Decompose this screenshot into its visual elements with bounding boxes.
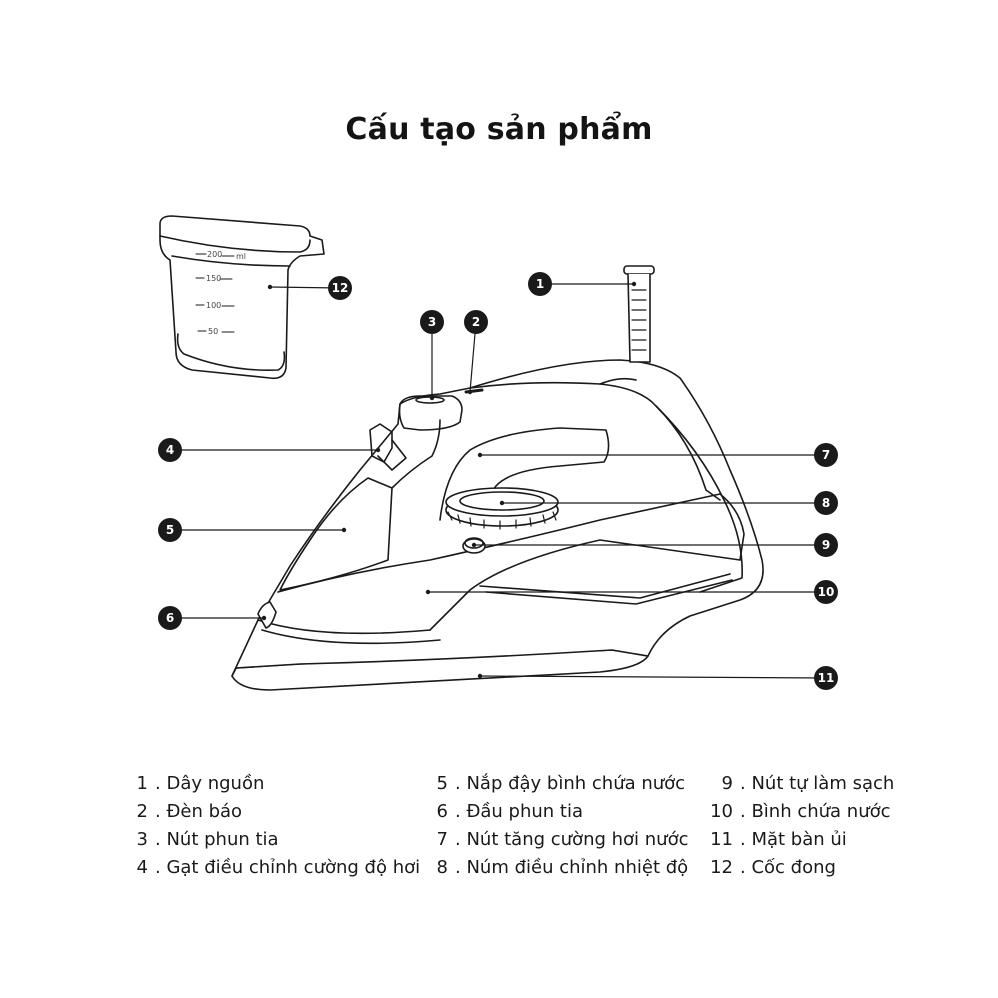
legend-item: 6. Đầu phun tia (436, 801, 584, 822)
badge-12: 12 (328, 276, 352, 300)
legend-label: Nút tự làm sạch (751, 773, 895, 794)
legend-item: 9. Nút tự làm sạch (721, 773, 895, 794)
svg-text:2: 2 (472, 315, 480, 329)
svg-text:10: 10 (818, 585, 835, 599)
svg-text:7: 7 (822, 448, 830, 462)
badge-5: 5 (158, 518, 182, 542)
temperature-dial (445, 487, 559, 530)
badge-3: 3 (420, 310, 444, 334)
svg-text:3: 3 (428, 315, 436, 329)
cup-mark-100: 100 (206, 301, 221, 310)
legend-item: 8. Núm điều chỉnh nhiệt độ (436, 857, 689, 878)
legend-label: Nắp đậy bình chứa nước (466, 773, 686, 794)
legend-label: Nút phun tia (166, 829, 279, 850)
cup-scale (195, 253, 235, 333)
leader-lines (169, 283, 827, 679)
legend-column-1: 1. Dây nguồn 2. Đèn báo 3. Nút phun tia … (132, 770, 421, 882)
cup-mark-50: 50 (208, 327, 218, 336)
cup-mark-200: 200 (207, 250, 222, 259)
cup-mark-150: 150 (206, 274, 221, 283)
legend-label: Đèn báo (166, 801, 243, 822)
legend-label: Bình chứa nước (751, 801, 891, 822)
badge-7: 7 (814, 443, 838, 467)
steam-iron (231, 265, 764, 691)
legend-item: 11. Mặt bàn ủi (710, 829, 847, 850)
spray-nozzle (257, 601, 277, 629)
badge-9: 9 (814, 533, 838, 557)
leader-dots (261, 281, 637, 679)
legend-label: Mặt bàn ủi (751, 829, 847, 850)
legend-column-3: 9. Nút tự làm sạch 10. Bình chứa nước 11… (706, 770, 894, 882)
legend-item: 5. Nắp đậy bình chứa nước (436, 773, 686, 794)
legend-label: Cốc đong (751, 857, 836, 878)
badge-1: 1 (528, 272, 552, 296)
badge-10: 10 (814, 580, 838, 604)
badge-6: 6 (158, 606, 182, 630)
badge-4: 4 (158, 438, 182, 462)
legend-column-2: 5. Nắp đậy bình chứa nước 6. Đầu phun ti… (432, 770, 689, 882)
svg-text:1: 1 (536, 277, 544, 291)
legend-label: Nút tăng cường hơi nước (466, 829, 689, 850)
badge-11: 11 (814, 666, 838, 690)
measuring-cup: 200 ml 150 100 50 (159, 215, 325, 380)
svg-text:6: 6 (166, 611, 174, 625)
cup-unit: ml (236, 252, 246, 261)
legend-item: 12. Cốc đong (710, 857, 836, 878)
spray-button (398, 395, 463, 431)
svg-text:8: 8 (822, 496, 830, 510)
badge-2: 2 (464, 310, 488, 334)
legend-item: 2. Đèn báo (136, 801, 243, 822)
svg-text:5: 5 (166, 523, 174, 537)
svg-text:9: 9 (822, 538, 830, 552)
legend-label: Gạt điều chỉnh cường độ hơi (166, 857, 421, 878)
legend-item: 7. Nút tăng cường hơi nước (436, 829, 689, 850)
legend-item: 4. Gạt điều chỉnh cường độ hơi (136, 857, 421, 878)
power-cord (623, 265, 655, 363)
svg-text:4: 4 (166, 443, 174, 457)
legend-item: 10. Bình chứa nước (710, 801, 891, 822)
legend-label: Núm điều chỉnh nhiệt độ (466, 857, 689, 878)
legend-item: 3. Nút phun tia (136, 829, 279, 850)
page-title: Cấu tạo sản phẩm (345, 112, 653, 147)
svg-text:12: 12 (332, 281, 349, 295)
steam-lever (369, 423, 393, 463)
legend-label: Đầu phun tia (466, 801, 584, 822)
tank-lid (279, 477, 393, 591)
badge-8: 8 (814, 491, 838, 515)
legend-label: Dây nguồn (166, 773, 265, 794)
legend-item: 1. Dây nguồn (136, 773, 265, 794)
svg-text:11: 11 (818, 671, 835, 685)
